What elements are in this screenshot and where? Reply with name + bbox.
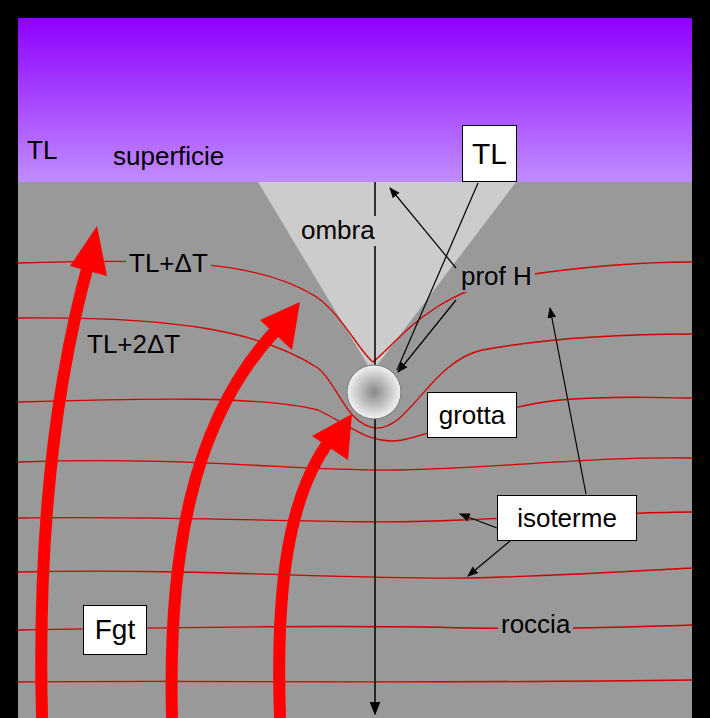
heat-flow-heads bbox=[70, 226, 352, 460]
text-label: roccia bbox=[498, 610, 573, 640]
box-text: grotta bbox=[439, 401, 506, 430]
box-text: isoterme bbox=[517, 504, 617, 533]
text-label: prof H bbox=[458, 262, 535, 292]
text-label: TL+2ΔT bbox=[84, 330, 183, 360]
isotherms bbox=[18, 261, 692, 682]
depth-axis bbox=[374, 182, 376, 714]
text-box: Fgt bbox=[83, 605, 147, 655]
text-label: TL bbox=[24, 136, 60, 166]
heat-flow-arrows bbox=[41, 258, 330, 718]
text-label: superficie bbox=[110, 142, 227, 172]
cave-circle bbox=[347, 365, 401, 419]
text-box: TL bbox=[462, 125, 517, 182]
text-label: TL+ΔT bbox=[126, 249, 211, 279]
box-text: Fgt bbox=[95, 615, 135, 646]
text-box: isoterme bbox=[497, 495, 637, 541]
text-label: ombra bbox=[298, 216, 378, 246]
box-text: TL bbox=[472, 137, 507, 170]
rock bbox=[18, 182, 692, 718]
text-box: grotta bbox=[427, 392, 517, 438]
sky bbox=[18, 18, 692, 182]
